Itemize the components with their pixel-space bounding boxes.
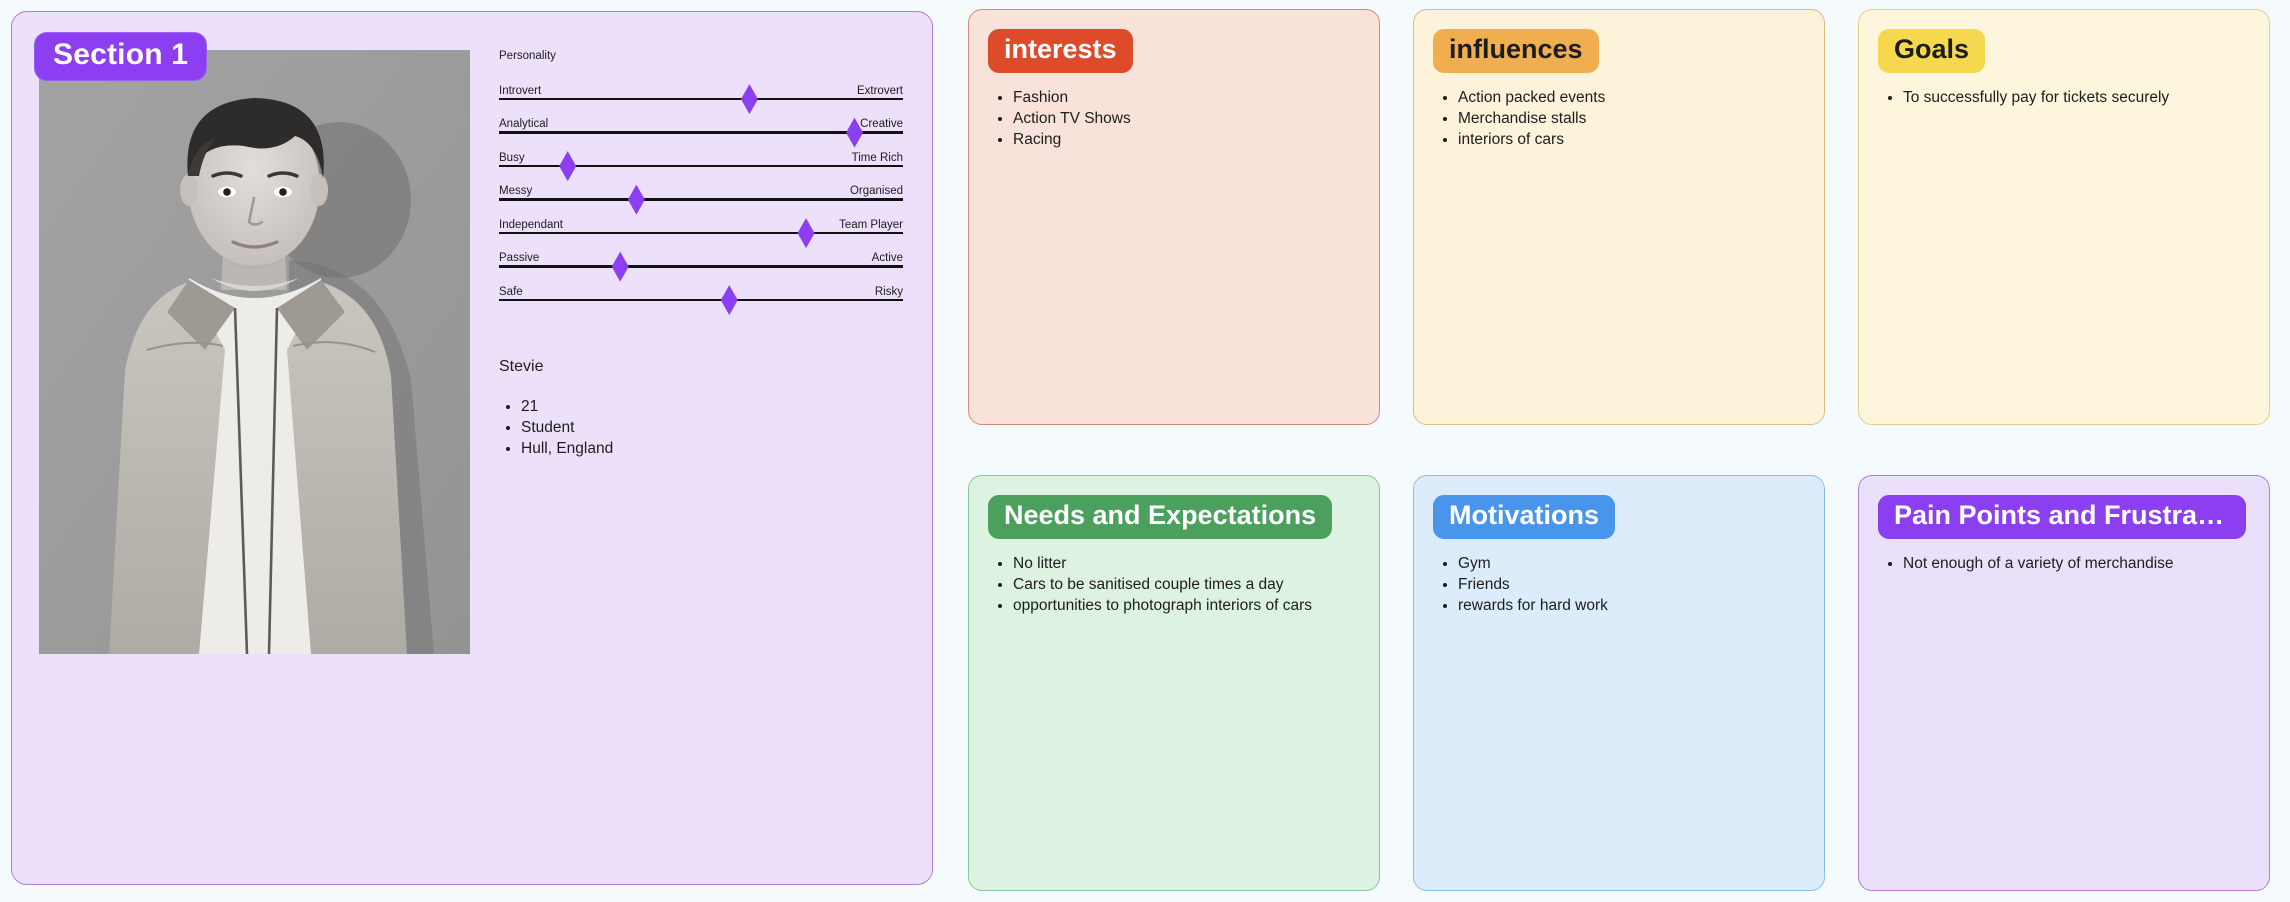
- card-item-list-influences: Action packed eventsMerchandise stalls in…: [1458, 89, 1810, 149]
- slider-label-left: Introvert: [499, 84, 542, 97]
- list-item: Gym: [1458, 555, 1810, 573]
- card-motivations: Motivations GymFriends rewards for hard w…: [1413, 475, 1825, 891]
- personality-slider-independant[interactable]: Independant Team Player: [499, 211, 903, 249]
- list-item: No litter: [1013, 555, 1365, 573]
- personality-slider-messy[interactable]: Messy Organised: [499, 177, 903, 215]
- slider-label-right: Active: [871, 252, 903, 264]
- slider-handle[interactable]: [627, 184, 645, 215]
- card-item-list-pain-points-and-frustrations: Not enough of a variety of merchandise: [1903, 555, 2255, 573]
- persona-portrait-image: [39, 50, 470, 654]
- persona-detail-list: 21StudentHull, England: [521, 398, 903, 458]
- section-title-badge[interactable]: Section 1: [34, 32, 208, 82]
- card-needs-and-expectations: Needs and Expectations No litterCars to …: [968, 475, 1380, 891]
- slider-track: [499, 198, 903, 201]
- slider-handle[interactable]: [611, 251, 629, 282]
- personality-slider-introvert[interactable]: Introvert Extrovert: [499, 77, 903, 115]
- list-item: interiors of cars: [1458, 131, 1810, 149]
- list-item: rewards for hard work: [1458, 597, 1810, 615]
- personality-slider-group: Personality Introvert Extrovert Analytic…: [499, 50, 903, 316]
- slider-label-right: Risky: [874, 285, 903, 298]
- list-item: Merchandise stalls: [1458, 110, 1810, 128]
- list-item: Cars to be sanitised couple times a day: [1013, 576, 1365, 594]
- card-item-list-interests: FashionAction TV ShowsRacing: [1013, 89, 1365, 149]
- personality-slider-busy[interactable]: Busy Time Rich: [499, 144, 903, 182]
- card-item-list-goals: To successfully pay for tickets securely: [1903, 89, 2255, 107]
- slider-track: [499, 97, 903, 101]
- card-goals: Goals To successfully pay for tickets se…: [1858, 9, 2270, 425]
- list-item: Not enough of a variety of merchandise: [1903, 555, 2255, 573]
- card-interests: interests FashionAction TV ShowsRacing: [968, 9, 1380, 425]
- slider-label-right: Creative: [860, 118, 903, 130]
- slider-label-left: Safe: [499, 285, 523, 298]
- personality-heading: Personality: [499, 50, 556, 62]
- slider-label-left: Analytical: [499, 118, 549, 130]
- personality-slider-analytical[interactable]: Analytical Creative: [499, 110, 903, 148]
- slider-track: [499, 265, 903, 268]
- card-item-list-needs-and-expectations: No litterCars to be sanitised couple tim…: [1013, 555, 1365, 615]
- slider-handle[interactable]: [846, 117, 864, 148]
- card-pain-points-and-frustrations: Pain Points and Frustrati... Not enough …: [1858, 475, 2270, 891]
- card-title-badge-needs-and-expectations[interactable]: Needs and Expectations: [988, 495, 1333, 540]
- slider-label-right: Extrovert: [856, 84, 903, 97]
- slider-label-left: Independant: [499, 218, 563, 231]
- personality-slider-passive[interactable]: Passive Active: [499, 244, 903, 282]
- list-item: Racing: [1013, 131, 1365, 149]
- slider-label-left: Busy: [499, 151, 525, 164]
- personality-slider-safe[interactable]: Safe Risky: [499, 278, 903, 316]
- slider-track: [499, 131, 903, 134]
- card-title-badge-goals[interactable]: Goals: [1878, 29, 1986, 74]
- card-influences: influences Action packed eventsMerchandi…: [1413, 9, 1825, 425]
- card-title-badge-interests[interactable]: interests: [988, 29, 1133, 74]
- list-item: Hull, England: [521, 440, 903, 458]
- slider-track: [499, 164, 903, 168]
- persona-name: Stevie: [499, 358, 544, 375]
- list-item: Action TV Shows: [1013, 110, 1365, 128]
- slider-handle[interactable]: [740, 84, 758, 115]
- list-item: Friends: [1458, 576, 1810, 594]
- slider-track: [499, 298, 903, 302]
- list-item: opportunities to photograph interiors of…: [1013, 597, 1365, 615]
- card-title-badge-influences[interactable]: influences: [1433, 29, 1599, 74]
- slider-label-right: Organised: [849, 185, 903, 197]
- slider-handle[interactable]: [797, 218, 815, 249]
- card-item-list-motivations: GymFriends rewards for hard work: [1458, 555, 1810, 615]
- slider-track: [499, 231, 903, 235]
- list-item: Student: [521, 419, 903, 437]
- slider-handle[interactable]: [720, 285, 738, 316]
- section-panel: Section 1: [11, 11, 933, 885]
- list-item: Fashion: [1013, 89, 1365, 107]
- card-title-badge-motivations[interactable]: Motivations: [1433, 495, 1616, 540]
- slider-handle[interactable]: [559, 151, 577, 182]
- persona-info-block: Stevie 21StudentHull, England: [499, 357, 903, 462]
- personality-slider-list: Introvert Extrovert Analytical Creative …: [499, 77, 903, 316]
- card-title-badge-pain-points-and-frustrations[interactable]: Pain Points and Frustrati...: [1878, 495, 2246, 540]
- list-item: 21: [521, 398, 903, 416]
- slider-label-left: Passive: [499, 252, 540, 264]
- slider-label-left: Messy: [499, 185, 533, 197]
- list-item: Action packed events: [1458, 89, 1810, 107]
- slider-label-right: Team Player: [839, 218, 903, 231]
- slider-label-right: Time Rich: [851, 151, 903, 164]
- list-item: To successfully pay for tickets securely: [1903, 89, 2255, 107]
